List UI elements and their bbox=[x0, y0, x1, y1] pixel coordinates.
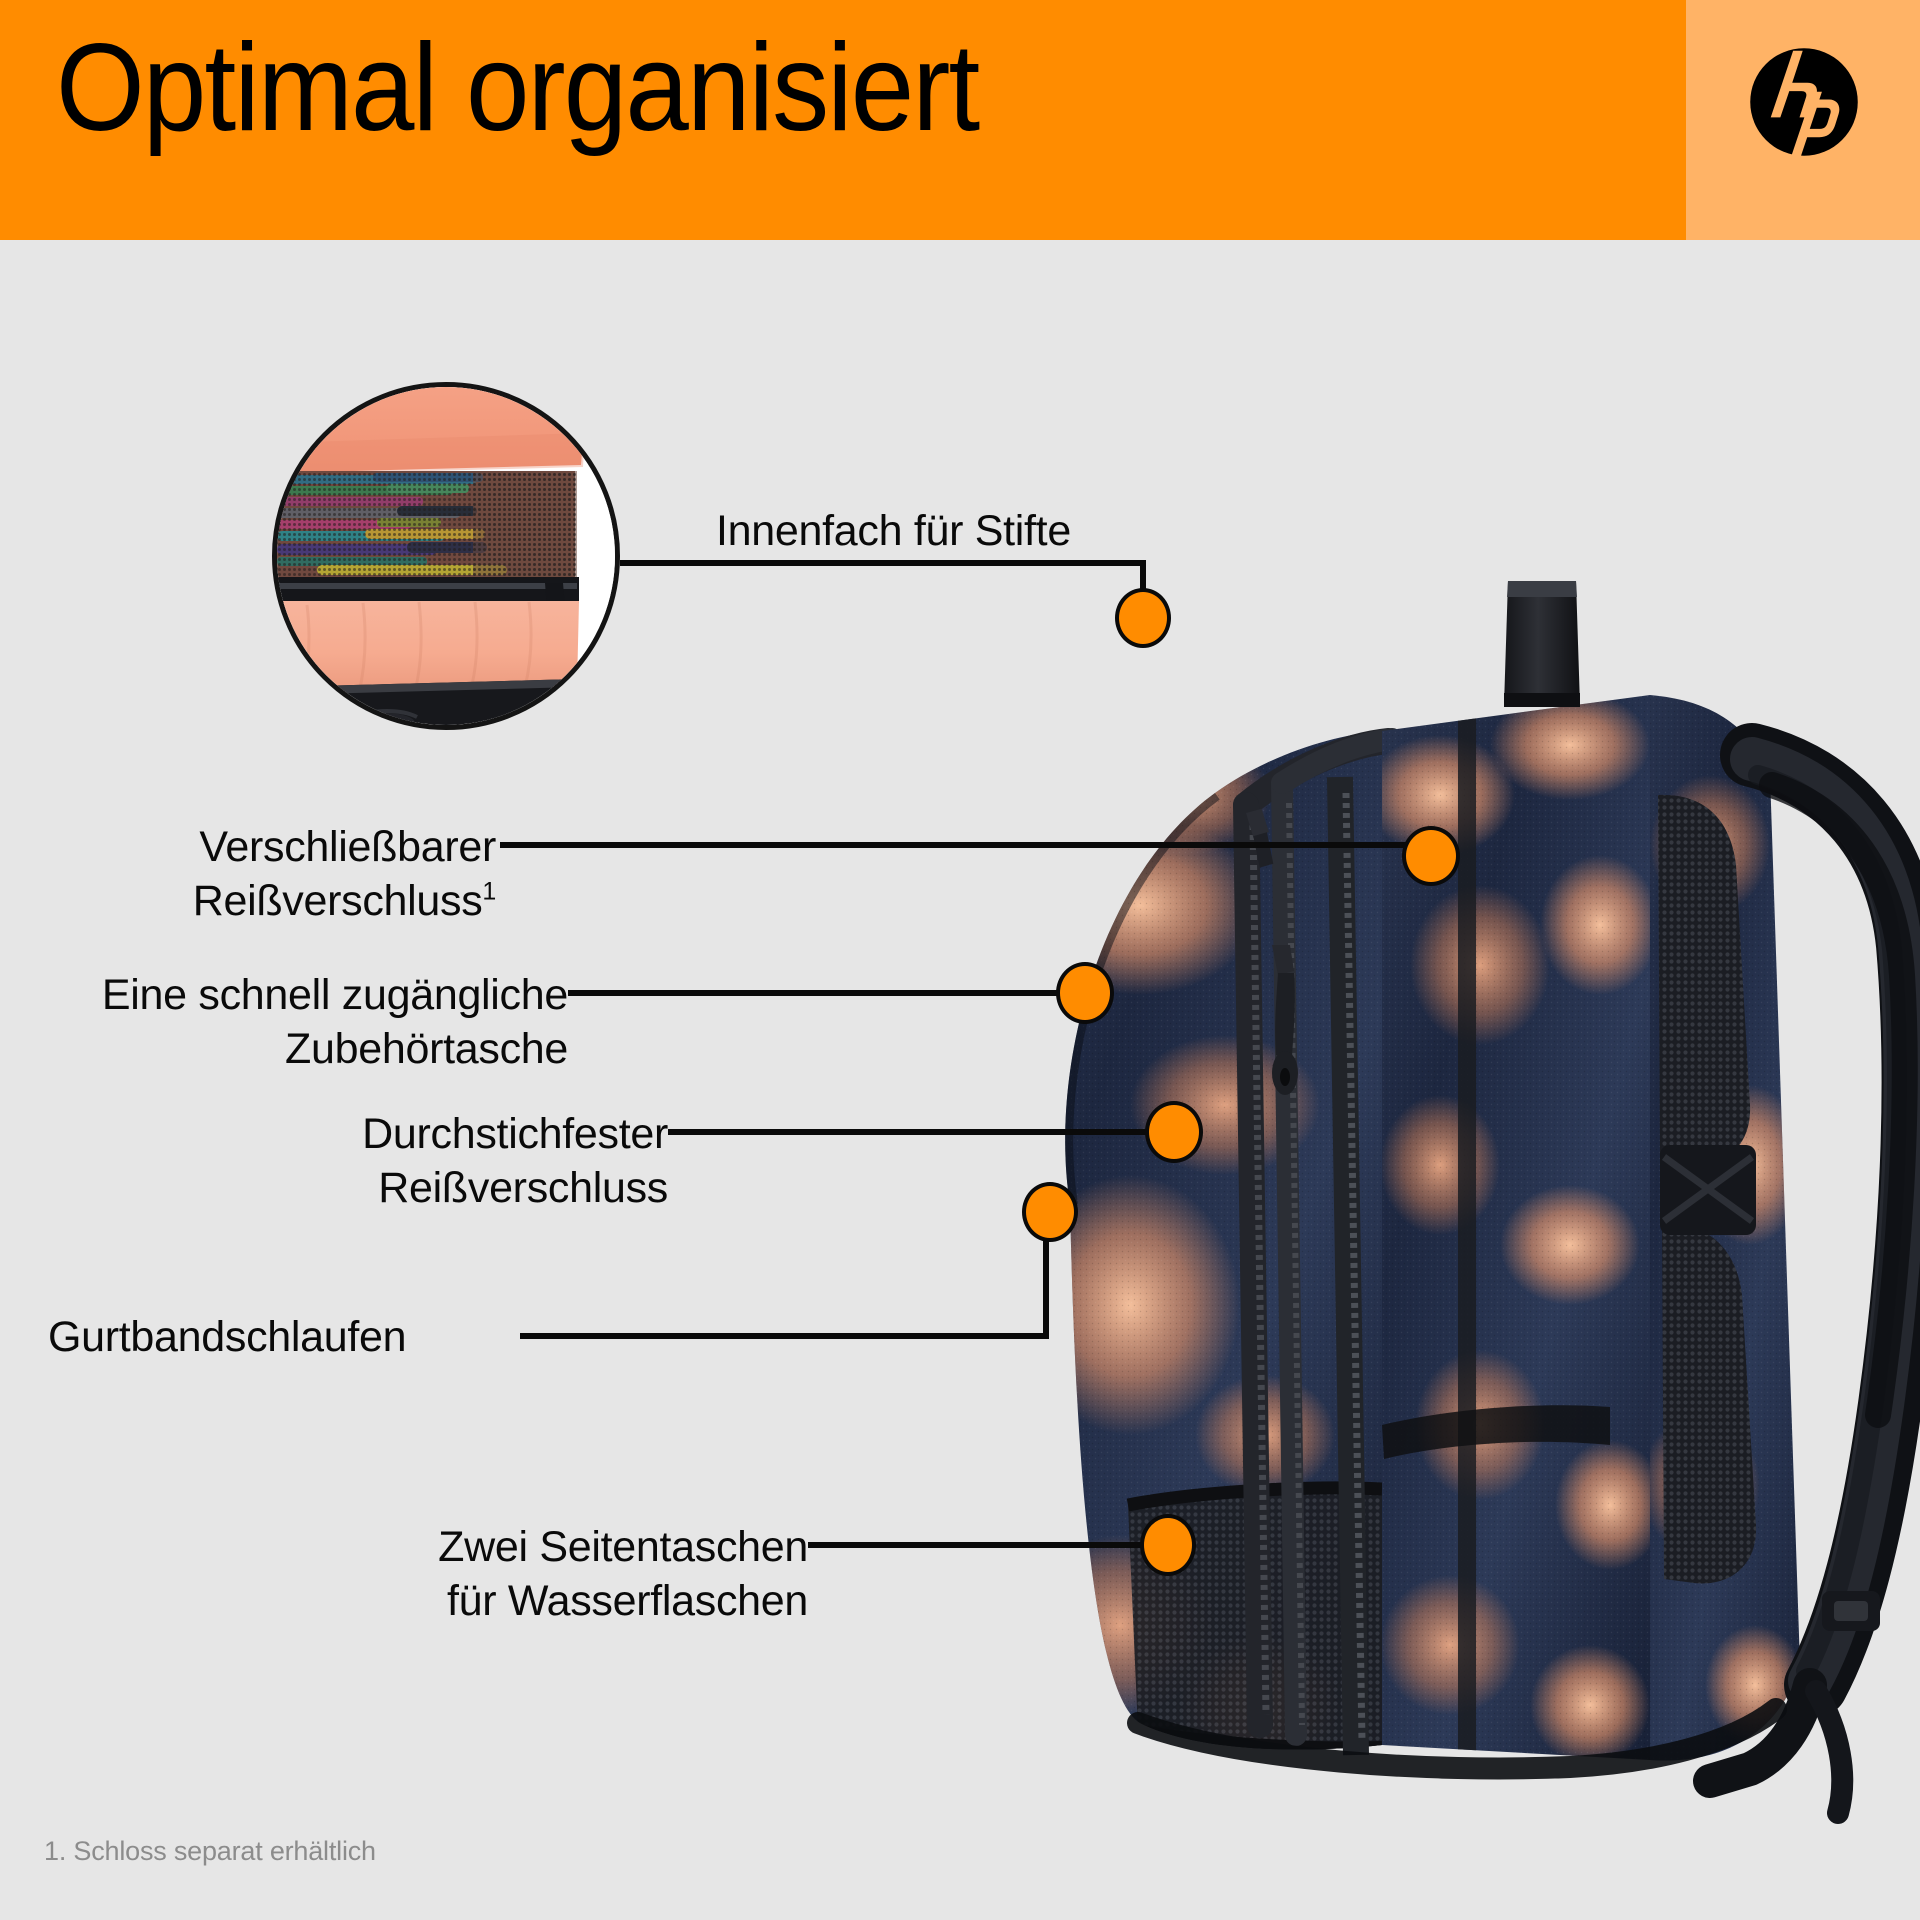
callout-line-2: Reißverschluss1 bbox=[192, 877, 497, 925]
pen-compartment-illustration bbox=[277, 387, 615, 725]
pen-compartment-inset bbox=[272, 382, 620, 730]
callout-label-durchstichfester-reissverschluss: Durchstichfester Reißverschluss bbox=[362, 1107, 668, 1215]
callout-line-1: Eine schnell zugängliche bbox=[101, 971, 568, 1019]
callout-line-2: für Wasserflaschen bbox=[446, 1577, 808, 1625]
callout-label-seitentaschen: Zwei Seitentaschen für Wasserflaschen bbox=[438, 1520, 808, 1628]
callout-label-gurtbandschlaufen: Gurtbandschlaufen bbox=[48, 1310, 407, 1364]
hotspot-dot-seitentaschen[interactable] bbox=[1140, 1514, 1196, 1576]
callout-label-verschliessbarer-reissverschluss: Verschließbarer Reißverschluss1 bbox=[192, 820, 497, 928]
hp-logo-icon bbox=[1750, 48, 1858, 156]
hotspot-dot-verschliessbarer-reissverschluss[interactable] bbox=[1402, 826, 1460, 886]
callout-label-innenfach-stifte: Innenfach für Stifte bbox=[716, 504, 1071, 558]
callout-line-1: Gurtbandschlaufen bbox=[48, 1313, 407, 1361]
header-band-main bbox=[0, 0, 1686, 240]
callout-line-2: Reißverschluss bbox=[378, 1164, 668, 1212]
callout-line-1: Innenfach für Stifte bbox=[716, 507, 1071, 555]
callout-line-1: Durchstichfester bbox=[362, 1110, 668, 1158]
callout-line-2: Zubehörtasche bbox=[285, 1025, 568, 1073]
callout-line-1: Verschließbarer bbox=[199, 823, 496, 871]
backpack-product-image bbox=[1065, 581, 1920, 1824]
hotspot-dot-durchstichfester-reissverschluss[interactable] bbox=[1145, 1101, 1203, 1163]
footnote-text: 1. Schloss separat erhältlich bbox=[44, 1836, 376, 1866]
page-title: Optimal organisiert bbox=[56, 19, 980, 157]
callout-line-1: Zwei Seitentaschen bbox=[438, 1523, 808, 1571]
hotspot-dot-innenfach-stifte[interactable] bbox=[1115, 588, 1171, 648]
hotspot-dot-gurtbandschlaufen[interactable] bbox=[1022, 1182, 1078, 1242]
header-band: Optimal organisiert bbox=[0, 0, 1920, 240]
callout-label-zubehoertasche: Eine schnell zugängliche Zubehörtasche bbox=[102, 968, 568, 1076]
footnote-marker: 1 bbox=[482, 877, 496, 906]
leader-line-gurtbandschlaufen bbox=[520, 1224, 1049, 1339]
hotspot-dot-zubehoertasche[interactable] bbox=[1056, 962, 1114, 1024]
